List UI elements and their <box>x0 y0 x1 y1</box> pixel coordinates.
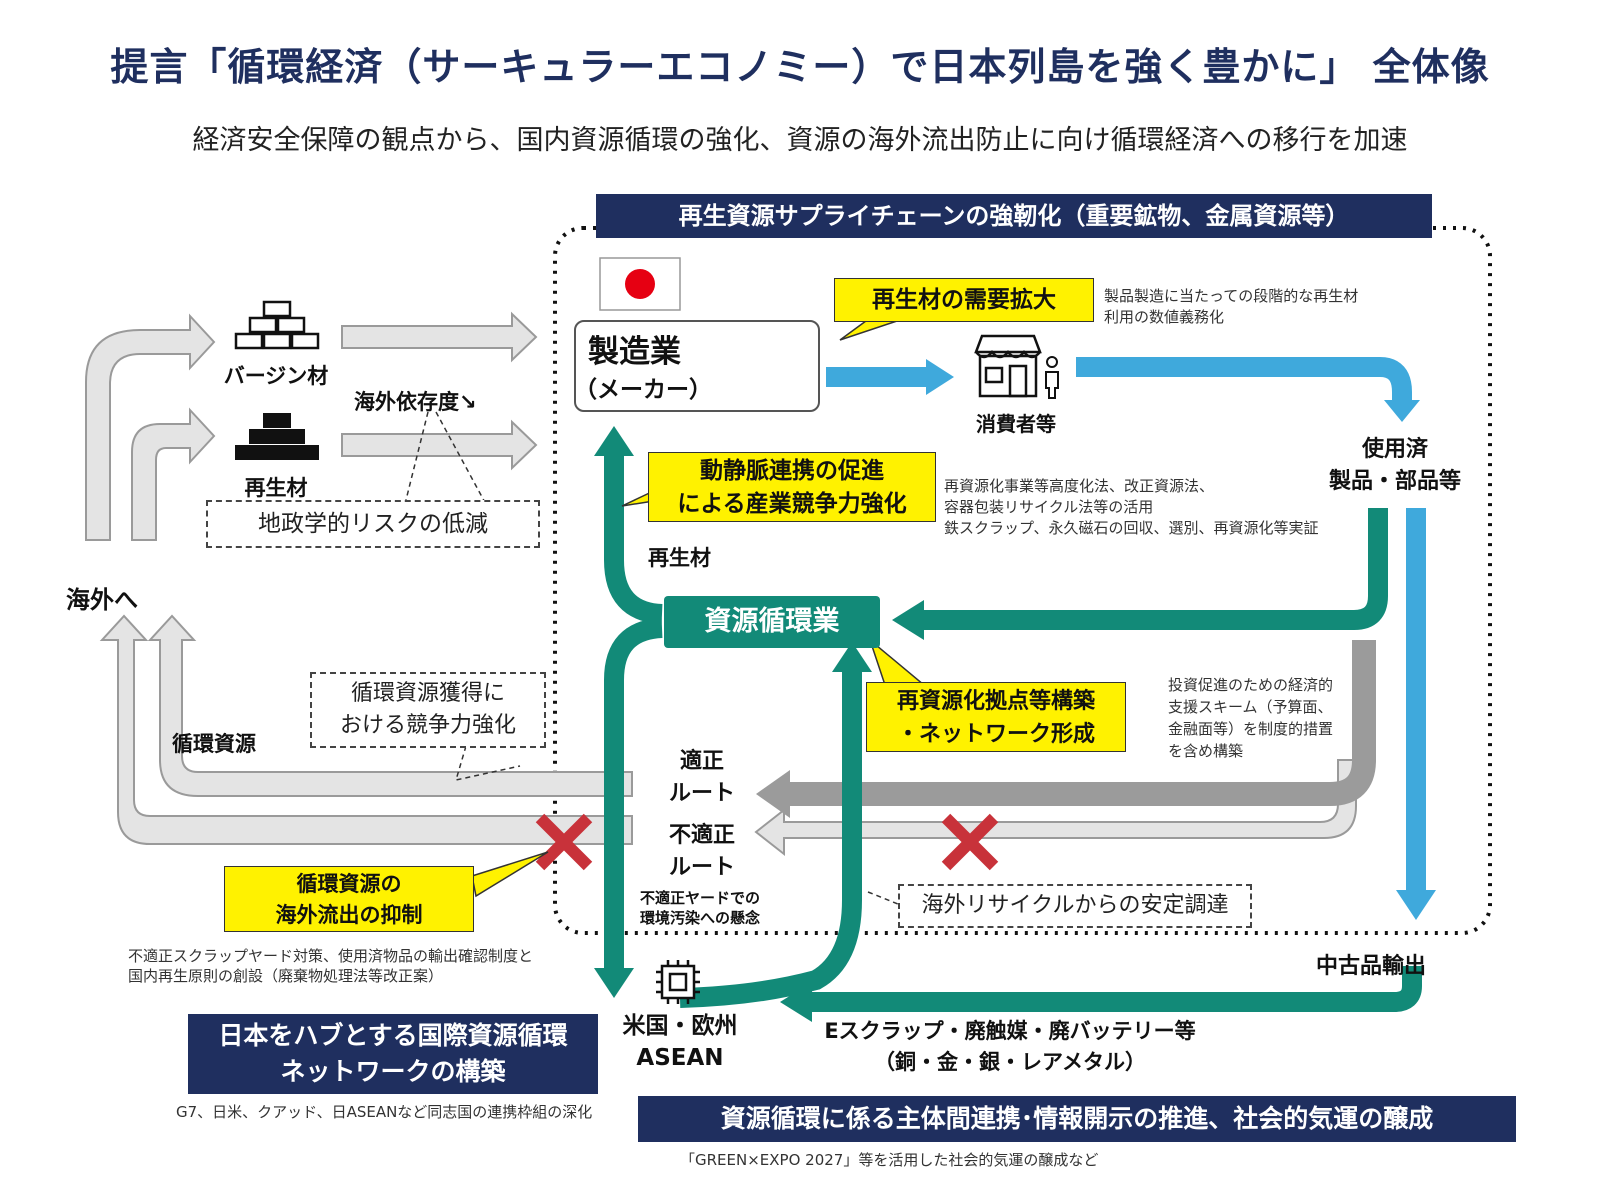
dashed-pointers <box>403 411 899 905</box>
demand-note-line-1: 製品製造に当たっての段階的な再生材 <box>1104 287 1359 305</box>
proper-route-label: 適正 ルート <box>652 746 752 810</box>
regions-line-2: ASEAN <box>636 1045 724 1071</box>
competition-line-2: おける競争力強化 <box>339 713 516 738</box>
store-icon <box>974 334 1042 398</box>
overseas-label: 海外へ <box>66 586 138 614</box>
escrap-line-2: （銅・金・銀・レアメタル） <box>874 1050 1146 1074</box>
hub-callout-line-2: ・ネットワーク形成 <box>896 722 1095 747</box>
demand-note-line-2: 利用の数値義務化 <box>1104 308 1225 326</box>
chip-icon <box>656 960 700 1004</box>
competition-line-1: 循環資源獲得に <box>350 681 505 706</box>
hub-callout: 再資源化拠点等構築 ・ネットワーク形成 <box>866 682 1126 752</box>
page-title: 提言「循環経済（サーキュラーエコノミー）で日本列島を強く豊かに」 全体像 <box>110 45 1490 89</box>
gold-bars-icon <box>235 413 319 460</box>
hub-note-line-2: 支援スキーム（予算面、 <box>1168 698 1333 716</box>
recycled-flow-label: 再生材 <box>648 546 711 570</box>
used-products-label: 使用済 製品・部品等 <box>1300 434 1490 498</box>
hub-note-line-4: を含め構築 <box>1168 742 1244 760</box>
promotion-note: 「GREEN×EXPO 2027」等を活用した社会的気運の醸成など <box>680 1151 1099 1169</box>
hub-note-line-1: 投資促進のための経済的 <box>1168 676 1334 694</box>
recycling-flow-arrows <box>604 452 1422 1012</box>
demand-note: 製品製造に当たっての段階的な再生材 利用の数値義務化 <box>1104 286 1424 328</box>
concern-line-2: 環境汚染への懸念 <box>640 909 761 927</box>
proper-route-line-2: ルート <box>668 781 735 806</box>
hub-note-line-3: 金融面等）を制度的措置 <box>1168 720 1334 738</box>
improper-route-label: 不適正 ルート <box>652 820 752 884</box>
proper-route-arrow <box>756 640 1376 818</box>
gold-bars-icon <box>234 300 320 350</box>
supply-chain-banner: 再生資源サプライチェーンの強靭化（重要鉱物、金属資源等） <box>596 194 1432 238</box>
network-banner: 日本をハブとする国際資源循環 ネットワークの構築 <box>188 1014 598 1094</box>
environment-concern: 不適正ヤードでの 環境汚染への懸念 <box>640 888 800 928</box>
demand-callout: 再生材の需要拡大 <box>834 278 1094 322</box>
proper-route-line-1: 適正 <box>679 749 724 774</box>
product-flow-arrows <box>826 357 1436 920</box>
concern-line-1: 不適正ヤードでの <box>640 889 761 907</box>
network-note: G7、日米、クアッド、日ASEANなど同志国の連携枠組の深化 <box>176 1103 593 1121</box>
artery-vein-callout: 動静脈連携の促進 による産業競争力強化 <box>648 452 936 522</box>
regions-line-1: 米国・欧州 <box>622 1013 738 1039</box>
person-icon <box>1045 356 1059 399</box>
cross-mark-icon <box>941 813 999 871</box>
used-line-1: 使用済 <box>1361 437 1428 462</box>
regions-label: 米国・欧州 ASEAN <box>610 1010 750 1074</box>
manufacturer-line-2: （メーカー） <box>574 377 712 403</box>
outflow-callout-line-2: 海外流出の抑制 <box>275 903 423 927</box>
manufacturer-box: 製造業 （メーカー） <box>574 320 820 412</box>
outflow-note-line-1: 不適正スクラップヤード対策、使用済物品の輸出確認制度と <box>128 947 534 965</box>
improper-route-line-1: 不適正 <box>668 823 735 848</box>
recycling-industry-box: 資源循環業 <box>664 596 880 648</box>
recycled-material-label: 再生材 <box>244 476 308 500</box>
network-banner-line-2: ネットワークの構築 <box>280 1057 506 1086</box>
artery-note: 再資源化事業等高度化法、改正資源法、 容器包装リサイクル法等の活用 鉄スクラップ… <box>944 476 1364 539</box>
stable-procurement-box: 海外リサイクルからの安定調達 <box>898 884 1252 928</box>
artery-note-line-1: 再資源化事業等高度化法、改正資源法、 <box>944 477 1215 495</box>
promotion-banner: 資源循環に係る主体間連携･情報開示の推進、社会的気運の醸成 <box>638 1096 1516 1142</box>
improper-route-line-2: ルート <box>668 855 735 880</box>
geo-risk-box: 地政学的リスクの低減 <box>206 500 540 548</box>
outflow-callout-line-1: 循環資源の <box>296 872 402 896</box>
artery-callout-line-2: による産業競争力強化 <box>677 491 907 517</box>
japan-flag-icon <box>599 257 681 311</box>
artery-callout-line-1: 動静脈連携の促進 <box>700 458 884 484</box>
outflow-callout: 循環資源の 海外流出の抑制 <box>224 866 474 932</box>
escrap-line-1: Eスクラップ・廃触媒・廃バッテリー等 <box>824 1019 1196 1043</box>
network-banner-line-1: 日本をハブとする国際資源循環 <box>218 1021 568 1050</box>
used-line-2: 製品・部品等 <box>1328 469 1461 494</box>
hub-note: 投資促進のための経済的 支援スキーム（予算面、 金融面等）を制度的措置 を含め構… <box>1168 674 1398 762</box>
recycling-flow-arrowheads <box>594 426 924 1022</box>
cross-mark-icon <box>535 813 593 871</box>
competition-box: 循環資源獲得に おける競争力強化 <box>310 672 546 748</box>
consumer-label: 消費者等 <box>976 412 1056 436</box>
virgin-material-label: バージン材 <box>223 364 329 388</box>
outflow-note-line-2: 国内再生原則の創設（廃棄物処理法等改正案） <box>128 967 444 985</box>
escrap-label: Eスクラップ・廃触媒・廃バッテリー等 （銅・金・銀・レアメタル） <box>800 1016 1220 1078</box>
used-export-label: 中古品輸出 <box>1316 954 1427 979</box>
circulation-resource-label: 循環資源 <box>172 732 256 756</box>
page-subtitle: 経済安全保障の観点から、国内資源循環の強化、資源の海外流出防止に向け循環経済への… <box>192 125 1408 156</box>
artery-note-line-2: 容器包装リサイクル法等の活用 <box>944 498 1154 516</box>
hub-callout-line-1: 再資源化拠点等構築 <box>896 689 1095 714</box>
dependency-label: 海外依存度↘ <box>354 390 477 414</box>
manufacturer-line-1: 製造業 <box>588 334 681 370</box>
outflow-note: 不適正スクラップヤード対策、使用済物品の輸出確認制度と 国内再生原則の創設（廃棄… <box>128 946 608 986</box>
artery-note-line-3: 鉄スクラップ、永久磁石の回収、選別、再資源化等実証 <box>944 519 1319 537</box>
